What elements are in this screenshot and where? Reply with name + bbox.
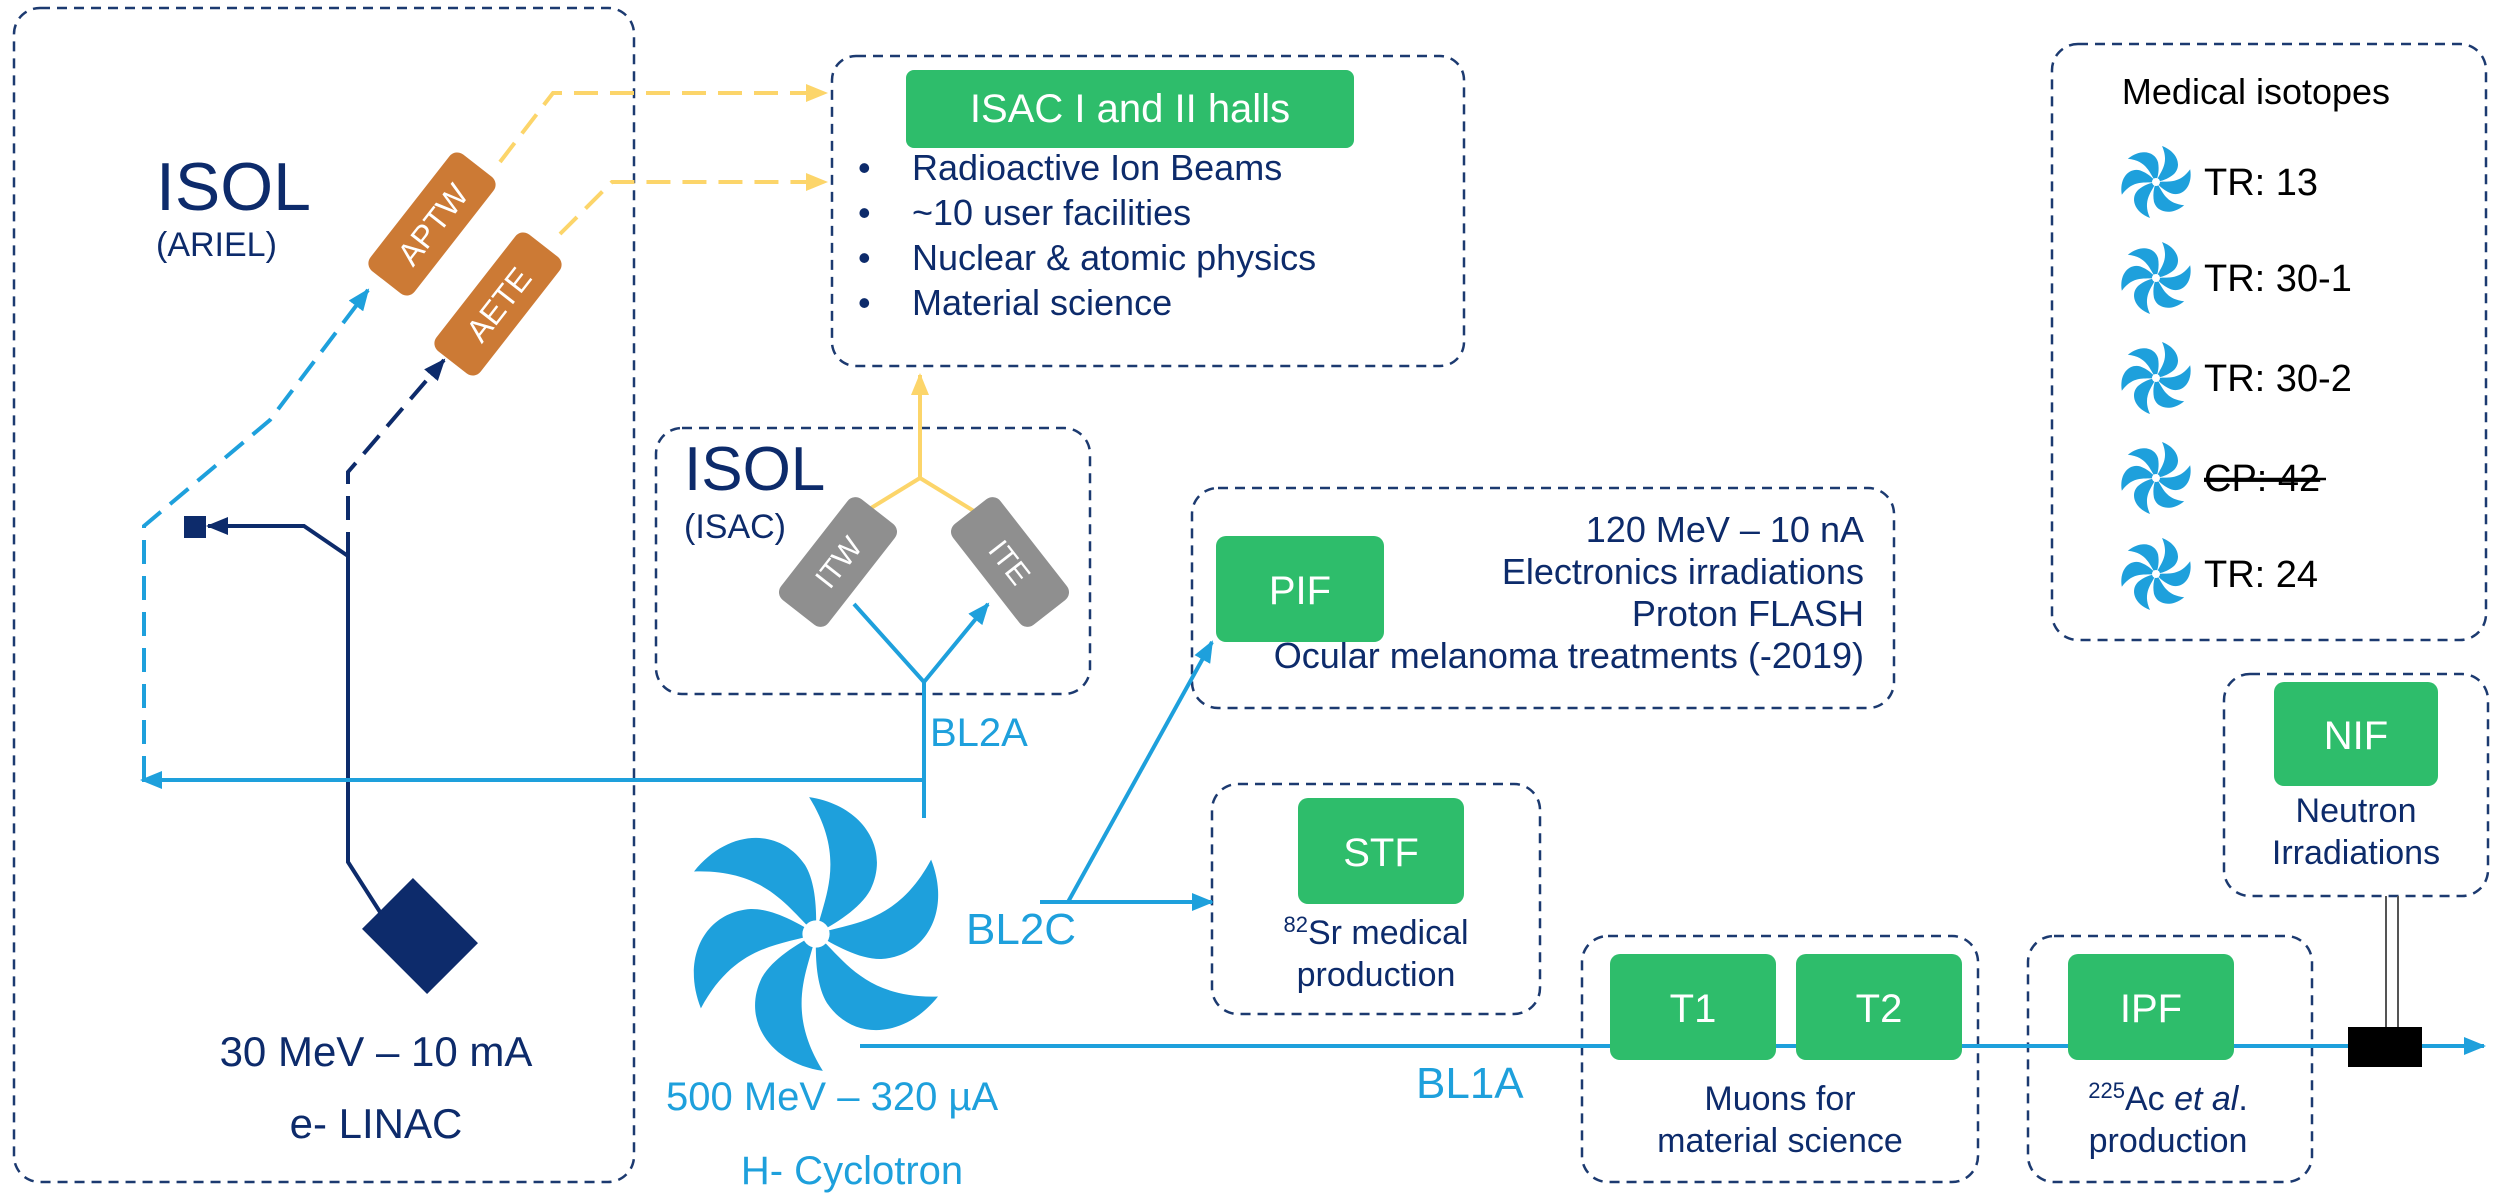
svg-text:NIF: NIF — [2324, 714, 2388, 758]
medical-cyclotron-item: TR: 30-1 — [2121, 242, 2352, 314]
linac-main-beam — [206, 517, 382, 914]
ariel-subtitle: (ARIEL) — [156, 226, 277, 264]
svg-text:IPF: IPF — [2120, 987, 2182, 1031]
medical-cyclotron-item: CP: 42 — [2121, 442, 2326, 514]
medical-cyclotron-item: TR: 30-2 — [2121, 342, 2352, 414]
aptw-feed-beam — [142, 288, 370, 780]
svg-text:•: • — [858, 147, 871, 188]
svg-text:•: • — [858, 192, 871, 233]
aptw-to-isac-beam — [498, 84, 828, 164]
isac-halls-box — [830, 54, 1466, 368]
svg-text:Muons for: Muons for — [1704, 1080, 1855, 1118]
pif-description: 120 MeV – 10 nA Electronics irradiations… — [1274, 509, 1864, 676]
aete-feed-beam — [346, 358, 446, 556]
bullet-item: Material science — [912, 282, 1172, 323]
bl2c-label: BL2C — [966, 905, 1076, 954]
isac-halls-title: ISAC I and II halls — [906, 70, 1354, 148]
bullet-item: Nuclear & atomic physics — [912, 237, 1316, 278]
svg-text:material science: material science — [1657, 1122, 1903, 1160]
linac-dump — [184, 516, 206, 538]
t1-label: T1 — [1610, 954, 1776, 1060]
isac-y-beam — [856, 375, 984, 518]
medical-isotopes-box — [2050, 42, 2488, 642]
bl1a-dump — [2348, 1027, 2422, 1067]
cyclotron-icon — [2121, 538, 2191, 610]
ariel-isol-title: ISOL — [156, 149, 311, 225]
bl2c-beam — [1066, 640, 1214, 903]
svg-text:production: production — [1297, 956, 1456, 994]
linac-energy: 30 MeV – 10 mA — [220, 1028, 533, 1075]
svg-text:•: • — [858, 237, 871, 278]
cyclotron-label: TR: 13 — [2204, 162, 2318, 204]
bl1a-label: BL1A — [1416, 1059, 1524, 1108]
isac-subtitle: (ISAC) — [684, 508, 786, 546]
nif-box — [2222, 672, 2490, 898]
ipf-label: IPF — [2068, 954, 2234, 1060]
svg-text:T1: T1 — [1670, 987, 1717, 1031]
svg-text:ISAC I and II halls: ISAC I and II halls — [970, 87, 1290, 131]
ipf-description: 225Ac et al. production — [2088, 1078, 2248, 1160]
cyclotron-icon — [2121, 442, 2191, 514]
svg-text:225Ac et al.: 225Ac et al. — [2088, 1078, 2248, 1118]
svg-text:82Sr medical: 82Sr medical — [1283, 912, 1468, 952]
main-cyclotron-icon — [693, 797, 939, 1071]
svg-text:120 MeV – 10 nA: 120 MeV – 10 nA — [1586, 509, 1864, 550]
svg-text:•: • — [858, 282, 871, 323]
bl2a-beam — [852, 604, 988, 818]
svg-text:production: production — [2089, 1122, 2248, 1160]
isac-isol-title: ISOL — [684, 435, 825, 504]
cyclotron-label: TR: 24 — [2204, 554, 2318, 596]
ariel-box — [12, 6, 636, 1184]
svg-text:Electronics irradiations: Electronics irradiations — [1502, 551, 1864, 592]
cyclotron-label: TR: 30-1 — [2204, 258, 2352, 300]
svg-text:T2: T2 — [1856, 987, 1903, 1031]
itw-target: ITW — [778, 497, 898, 627]
pif-label: PIF — [1216, 536, 1384, 642]
stf-label: STF — [1298, 798, 1464, 904]
cyclotron-name: H- Cyclotron — [741, 1149, 963, 1193]
nif-description: Neutron Irradiations — [2272, 792, 2440, 872]
cyclotron-icon — [2121, 146, 2191, 218]
linac-block — [362, 878, 478, 994]
muons-description: Muons for material science — [1657, 1080, 1903, 1160]
cyclotron-label: TR: 30-2 — [2204, 358, 2352, 400]
isac-targets-box — [654, 426, 1092, 696]
t2-label: T2 — [1796, 954, 1962, 1060]
isac-halls-bullets: • Radioactive Ion Beams • ~10 user facil… — [858, 147, 1316, 323]
svg-text:PIF: PIF — [1269, 569, 1331, 613]
ite-target: ITE — [950, 497, 1070, 627]
aete-to-isac-beam — [558, 173, 828, 236]
svg-text:Ocular melanoma treatments (-2: Ocular melanoma treatments (-2019) — [1274, 635, 1864, 676]
svg-text:Proton FLASH: Proton FLASH — [1632, 593, 1864, 634]
ipf-box — [2026, 934, 2314, 1184]
cyclotron-energy: 500 MeV – 320 µA — [666, 1075, 998, 1119]
bullet-item: Radioactive Ion Beams — [912, 147, 1282, 188]
svg-text:STF: STF — [1343, 831, 1419, 875]
svg-text:Irradiations: Irradiations — [2272, 834, 2440, 872]
medical-isotopes-title: Medical isotopes — [2122, 71, 2390, 112]
cyclotron-icon — [2121, 342, 2191, 414]
bullet-item: ~10 user facilities — [912, 192, 1191, 233]
nif-label: NIF — [2274, 682, 2438, 786]
muons-box — [1580, 934, 1980, 1184]
linac-name: e- LINAC — [290, 1100, 463, 1147]
aete-target: AETE — [434, 232, 562, 376]
aptw-target: APTW — [368, 152, 496, 296]
stf-description: 82Sr medical production — [1283, 912, 1468, 994]
svg-text:Neutron: Neutron — [2296, 792, 2417, 830]
medical-cyclotron-list: TR: 13 TR: 30-1TR: 30-2CP: 42 TR: 24 — [2121, 146, 2352, 610]
pif-box — [1190, 486, 1896, 710]
medical-cyclotron-item: TR: 13 — [2121, 146, 2318, 218]
bl2a-label: BL2A — [930, 711, 1028, 755]
medical-cyclotron-item: TR: 24 — [2121, 538, 2318, 610]
cyclotron-icon — [2121, 242, 2191, 314]
